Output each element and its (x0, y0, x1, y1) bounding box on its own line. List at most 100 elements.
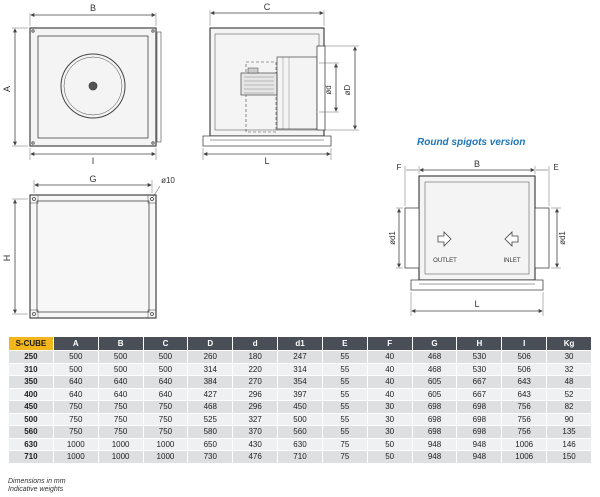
table-cell: 40 (367, 376, 412, 388)
table-cell: 82 (547, 401, 591, 413)
table-cell: 50 (367, 438, 412, 450)
table-cell: 450 (278, 401, 322, 413)
table-cell: 605 (412, 388, 457, 400)
table-cell: 75 (322, 438, 367, 450)
table-cell: 476 (233, 451, 278, 463)
spigot-dim-e: E (553, 163, 558, 172)
base-dim-g: G (89, 174, 96, 184)
table-cell: 135 (547, 426, 591, 438)
table-cell: 750 (98, 413, 143, 425)
table-cell: 698 (412, 413, 457, 425)
model-cell: 350 (9, 376, 53, 388)
note-dimensions: Dimensions in mm (8, 478, 66, 485)
table-cell: 530 (457, 351, 502, 363)
table-cell: 314 (188, 363, 233, 375)
table-cell: 146 (547, 438, 591, 450)
table-cell: 30 (367, 426, 412, 438)
table-cell: 756 (502, 426, 547, 438)
base-dim-hole: ø10 (161, 176, 175, 185)
front-view-drawing (12, 13, 162, 160)
table-cell: 605 (412, 376, 457, 388)
front-dim-b: B (90, 3, 96, 13)
table-cell: 750 (53, 426, 98, 438)
table-cell: 948 (457, 438, 502, 450)
side-dim-c: C (264, 2, 271, 12)
table-cell: 468 (412, 351, 457, 363)
table-cell: 1006 (502, 451, 547, 463)
table-cell: 40 (367, 363, 412, 375)
spigot-outlet-label: OUTLET (433, 258, 457, 264)
table-cell: 370 (233, 426, 278, 438)
table-header-row: S-CUBE A B C D d d1 E F G H I Kg (9, 337, 591, 350)
column-header: C (143, 337, 188, 350)
table-cell: 180 (233, 351, 278, 363)
column-header: S-CUBE (9, 337, 53, 350)
table-cell: 667 (457, 388, 502, 400)
table-cell: 710 (278, 451, 322, 463)
table-cell: 500 (278, 413, 322, 425)
column-header: H (457, 337, 502, 350)
spigot-dim-l: L (474, 299, 479, 309)
table-cell: 1000 (53, 438, 98, 450)
table-cell: 468 (188, 401, 233, 413)
model-cell: 250 (9, 351, 53, 363)
column-header: G (412, 337, 457, 350)
table-cell: 640 (53, 388, 98, 400)
table-cell: 756 (502, 413, 547, 425)
spigot-view-drawing (396, 166, 561, 316)
table-cell: 75 (322, 451, 367, 463)
table-cell: 643 (502, 388, 547, 400)
table-cell: 698 (412, 401, 457, 413)
table-cell: 247 (278, 351, 322, 363)
technical-drawings: B A I C L ød øD G ø10 H B F E ød1 ød1 L … (2, 2, 567, 319)
table-cell: 1000 (53, 451, 98, 463)
table-cell: 730 (188, 451, 233, 463)
table-cell: 296 (233, 401, 278, 413)
front-dim-a: A (2, 86, 12, 92)
model-cell: 710 (9, 451, 53, 463)
table-cell: 296 (233, 388, 278, 400)
table-cell: 698 (457, 401, 502, 413)
table-cell: 750 (53, 401, 98, 413)
table-cell: 55 (322, 413, 367, 425)
table-cell: 500 (98, 351, 143, 363)
model-cell: 500 (9, 413, 53, 425)
table-cell: 698 (457, 426, 502, 438)
table-cell: 55 (322, 388, 367, 400)
table-cell: 750 (53, 413, 98, 425)
model-cell: 310 (9, 363, 53, 375)
table-cell: 640 (98, 388, 143, 400)
table-cell: 150 (547, 451, 591, 463)
table-cell: 698 (412, 426, 457, 438)
table-cell: 948 (412, 451, 457, 463)
table-cell: 1000 (98, 451, 143, 463)
note-weights: Indicative weights (8, 486, 64, 493)
table-cell: 327 (233, 413, 278, 425)
table-cell: 32 (547, 363, 591, 375)
spigot-inlet-label: INLET (503, 258, 520, 264)
side-dim-d-large: øD (343, 84, 352, 95)
table-cell: 698 (457, 413, 502, 425)
side-dim-l: L (264, 156, 269, 166)
table-cell: 430 (233, 438, 278, 450)
table-cell: 427 (188, 388, 233, 400)
table-notes: Dimensions in mm Indicative weights (8, 478, 66, 494)
table-cell: 500 (53, 351, 98, 363)
table-cell: 506 (502, 363, 547, 375)
base-view-drawing (12, 180, 161, 319)
column-header: D (188, 337, 233, 350)
table-cell: 270 (233, 376, 278, 388)
table-cell: 55 (322, 351, 367, 363)
table-cell: 525 (188, 413, 233, 425)
table-cell: 506 (502, 351, 547, 363)
column-header: B (98, 337, 143, 350)
